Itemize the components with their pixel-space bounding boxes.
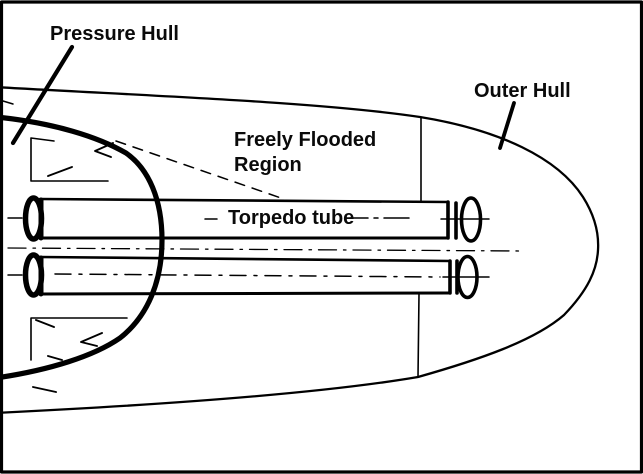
freely-flooded-region-label: Freely Flooded Region [234,128,376,178]
freely-flooded-region-label-line1: Freely Flooded [234,129,377,151]
lower-torpedo-tube-bottom-line [38,291,452,296]
freely-flooded-region-label-line2: Region [234,154,302,176]
upper-torpedo-tube-top-line [38,197,450,204]
upper-niche-arrows [47,142,114,177]
pressure-hull-label: Pressure Hull [50,23,179,45]
bow-axis-centerline [7,247,525,252]
outer-hull-leader-line [498,101,516,150]
upper-niche-outline [30,137,109,182]
pressure-hull-leader-line [10,44,75,146]
flooded-region-boundary-dashed-line [115,140,282,199]
forward-bulkhead-line-lower [417,293,420,378]
upper-torpedo-tube-muzzle-flange [446,200,458,240]
upper-torpedo-tube-centerline [204,217,490,220]
torpedo-tube-label: Torpedo tube [228,207,355,229]
lower-niche-outline [30,317,128,361]
sketch-dash-mark [2,100,14,105]
lower-torpedo-tube-top-line [38,255,452,263]
lower-torpedo-tube-centerline [54,273,441,278]
lower-niche-arrows [32,319,103,393]
pressure-hull-line [0,114,165,380]
outer-hull-label: Outer Hull [474,80,571,102]
outer-hull-line [0,86,600,414]
